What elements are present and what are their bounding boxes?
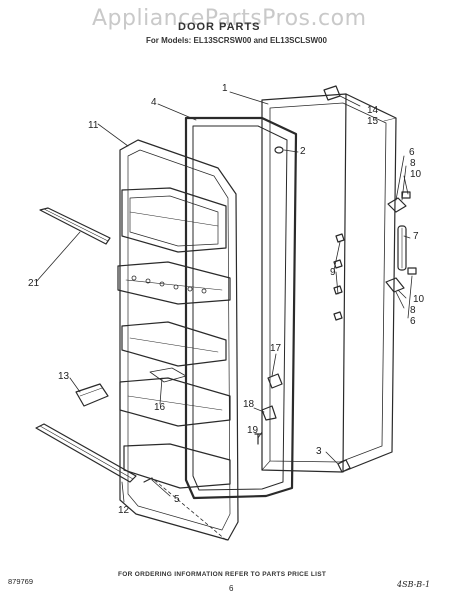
- ordering-note: FOR ORDERING INFORMATION REFER TO PARTS …: [118, 571, 327, 578]
- callout-1: 1: [222, 83, 228, 94]
- callout-3: 3: [316, 446, 322, 457]
- callout-17: 17: [270, 343, 282, 354]
- callout-8-lower: 8: [410, 305, 416, 316]
- callout-21: 21: [28, 278, 40, 289]
- callout-12: 12: [118, 505, 130, 516]
- model-list: For Models: EL13SCRSW00 and EL13SCLSW00: [146, 36, 327, 45]
- callout-6-lower: 6: [410, 316, 416, 327]
- hinge-pin: [274, 146, 284, 154]
- callout-19: 19: [247, 425, 259, 436]
- callout-5: 5: [174, 494, 180, 505]
- diagram-title: DOOR PARTS: [178, 21, 261, 33]
- outer-door-panel: [261, 93, 397, 473]
- handle-clips: [333, 233, 345, 321]
- callout-11: 11: [88, 120, 99, 131]
- inner-door-liner: [117, 139, 239, 541]
- callout-9: 9: [330, 267, 336, 278]
- upper-hinge-assembly: [387, 191, 411, 213]
- callout-18: 18: [243, 399, 255, 410]
- revision-signature: 4SB-B-1: [397, 580, 431, 589]
- leader-lines: [35, 91, 413, 541]
- callout-13: 13: [58, 371, 70, 382]
- lower-hinge-assembly: [385, 267, 417, 293]
- callout-15: 15: [367, 116, 379, 127]
- callout-8: 8: [410, 158, 416, 169]
- lower-trim-strip: [35, 423, 137, 483]
- callout-16: 16: [154, 402, 166, 413]
- callout-10: 10: [410, 169, 422, 180]
- screw: [254, 433, 262, 445]
- page-number: 6: [229, 584, 234, 593]
- plug-button: [323, 85, 341, 101]
- callout-2: 2: [300, 146, 306, 157]
- stop-block: [261, 405, 277, 421]
- watermark: AppliancePartsPros.com: [92, 6, 367, 31]
- retainer-screw: [143, 477, 153, 483]
- door-handle: [397, 225, 407, 271]
- latch-bracket: [267, 373, 283, 389]
- callout-4: 4: [151, 97, 157, 108]
- foot-cap: [337, 459, 351, 473]
- door-gasket: [184, 116, 298, 500]
- document-number: 879769: [8, 577, 34, 586]
- callout-14: 14: [367, 105, 379, 116]
- callout-6: 6: [409, 147, 415, 158]
- bin-cover: [75, 383, 109, 407]
- callout-10-lower: 10: [413, 294, 425, 305]
- callout-7: 7: [413, 231, 419, 242]
- upper-trim-strip: [39, 207, 111, 245]
